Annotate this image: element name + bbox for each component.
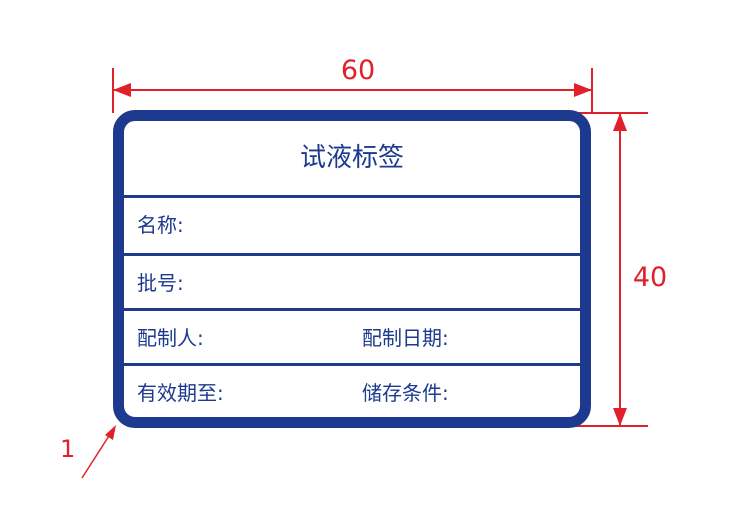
reagent-label-card: 试液标签 名称: 批号: 配制人: 配制日期: 有效期至: 储存条件: bbox=[113, 110, 591, 428]
row-divider bbox=[124, 363, 580, 366]
field-preparation-date: 配制日期: bbox=[362, 326, 449, 350]
row-divider bbox=[124, 195, 580, 198]
label-row-validity: 有效期至: 储存条件: bbox=[124, 366, 580, 417]
field-prepared-by: 配制人: bbox=[137, 326, 204, 350]
callout-number: 1 bbox=[60, 435, 76, 463]
dimension-height-label: 40 bbox=[632, 262, 668, 293]
label-row-name: 名称: bbox=[124, 198, 580, 253]
label-row-preparation: 配制人: 配制日期: bbox=[124, 311, 580, 366]
height-arrow-bottom bbox=[613, 408, 627, 426]
label-title-row: 试液标签 bbox=[124, 121, 580, 195]
row-divider bbox=[124, 253, 580, 256]
row-divider bbox=[124, 308, 580, 311]
dimension-width-label: 60 bbox=[340, 55, 376, 86]
height-arrow-top bbox=[613, 113, 627, 131]
label-row-batch: 批号: bbox=[124, 256, 580, 311]
field-valid-until: 有效期至: bbox=[137, 381, 224, 405]
field-storage-conditions: 储存条件: bbox=[362, 381, 449, 405]
label-title: 试液标签 bbox=[299, 143, 404, 173]
field-name: 名称: bbox=[137, 213, 184, 237]
width-arrow-right bbox=[574, 83, 592, 97]
field-batch-number: 批号: bbox=[137, 271, 184, 295]
callout-leader-arrow bbox=[105, 425, 116, 440]
width-arrow-left bbox=[113, 83, 131, 97]
